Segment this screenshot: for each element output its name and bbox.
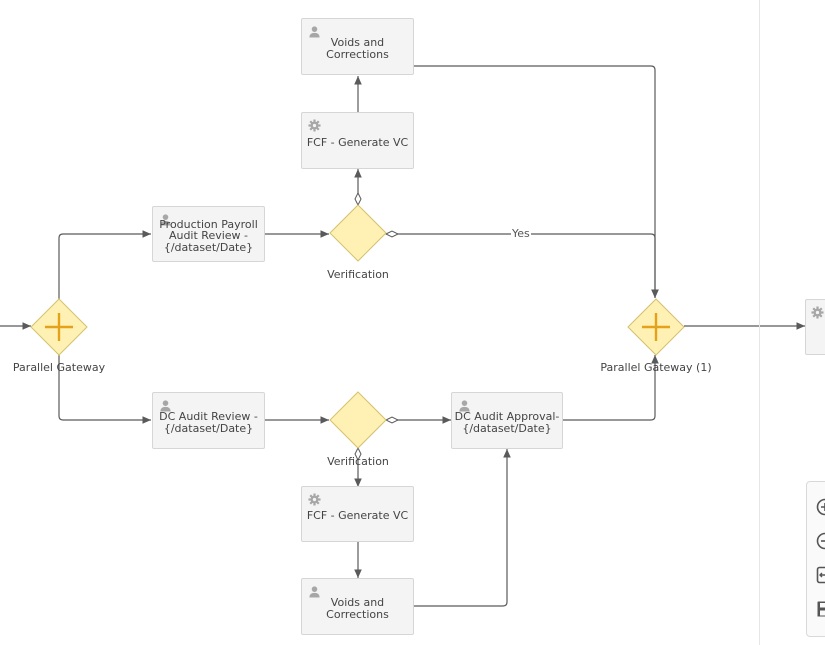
task-fcf-generate-vc-bottom[interactable]: FCF - Generate VC — [301, 486, 414, 542]
user-icon — [459, 400, 470, 412]
fit-screen-icon[interactable] — [816, 566, 825, 584]
parallel-gateway-left[interactable] — [30, 298, 88, 356]
edge-label-yes: Yes — [511, 227, 531, 240]
default-marker-top-up — [354, 191, 362, 207]
user-icon — [160, 400, 171, 412]
task-next-partial[interactable] — [805, 299, 825, 355]
gateway-label-verification-bottom: Verification — [327, 455, 389, 468]
task-fcf-generate-vc-top[interactable]: FCF - Generate VC — [301, 112, 414, 169]
task-label: FCF - Generate VC — [306, 135, 409, 149]
default-marker-bottom-right — [384, 416, 400, 424]
task-dc-audit-approval[interactable]: DC Audit Approval-{/dataset/Date} — [451, 392, 563, 449]
zoom-toolbar — [806, 481, 825, 637]
parallel-gateway-right[interactable] — [627, 298, 685, 356]
exclusive-gateway-verification-top[interactable] — [329, 204, 387, 262]
user-icon — [309, 26, 320, 38]
default-marker-bottom-down — [354, 446, 362, 462]
gateway-label-verification-top: Verification — [327, 268, 389, 281]
flow-verification-yes[interactable] — [386, 233, 659, 298]
zoom-out-icon[interactable] — [816, 532, 825, 550]
zoom-in-icon[interactable] — [816, 498, 825, 516]
user-icon — [160, 214, 171, 226]
flow-pg-to-prod-review[interactable] — [58, 230, 151, 299]
flow-pg-to-dc-review[interactable] — [58, 354, 151, 424]
exclusive-gateway-verification-bottom[interactable] — [329, 391, 387, 449]
task-label: FCF - Generate VC — [306, 509, 409, 523]
task-dc-audit-review[interactable]: DC Audit Review -{/dataset/Date} — [152, 392, 265, 449]
gateway-label-parallel-left: Parallel Gateway — [12, 361, 106, 374]
save-icon[interactable] — [816, 600, 825, 618]
panel-divider — [759, 0, 760, 645]
user-icon — [309, 586, 320, 598]
flow-voids-bottom-to-dc-approval[interactable] — [414, 449, 511, 607]
flow-dc-approval-to-pg-right[interactable] — [563, 355, 659, 421]
task-label: DC Audit Approval-{/dataset/Date} — [454, 410, 560, 435]
default-marker-top-right — [384, 230, 400, 238]
gear-icon — [308, 493, 321, 506]
gateway-label-parallel-right: Parallel Gateway (1) — [600, 361, 712, 374]
gear-icon — [811, 306, 824, 319]
task-label: DC Audit Review -{/dataset/Date} — [159, 410, 258, 435]
flow-voids-top-to-pg-right[interactable] — [414, 65, 659, 298]
gear-icon — [308, 119, 321, 132]
